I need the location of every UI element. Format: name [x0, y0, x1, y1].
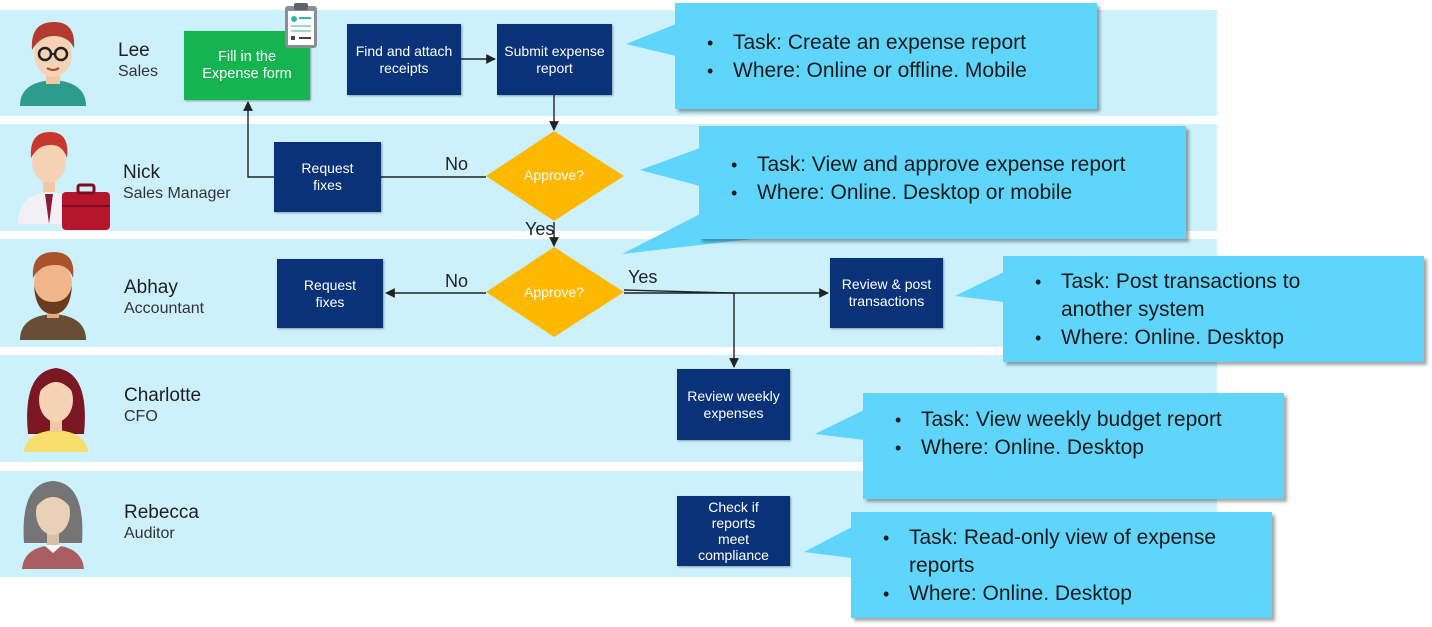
arrow-no-to-form — [243, 101, 486, 178]
lane-name-rebecca: Rebecca — [124, 502, 199, 523]
lane-name-lee: Lee — [118, 40, 150, 61]
lane-name-charlotte: Charlotte — [124, 385, 202, 406]
callout-abhay-where: Where: Online. Desktop — [1033, 324, 1373, 352]
lane-role-abhay: Accountant — [124, 300, 205, 317]
check-compliance-box: Check if reports meet compliance — [677, 496, 790, 566]
lane-name-nick: Nick — [123, 162, 160, 183]
arrow-to-weekly — [623, 289, 739, 368]
request-fixes-nick-box: Request fixes — [274, 142, 381, 212]
callout-rebecca-where: Where: Online. Desktop — [881, 580, 1241, 608]
decision-approve-abhay — [486, 247, 624, 337]
callout-nick-task: Task: View and approve expense report — [729, 151, 1184, 179]
woman-icon — [24, 368, 88, 452]
decision-approve-nick-label: Approve? — [524, 167, 584, 183]
bearded-man-icon — [20, 252, 86, 340]
edge-label-abhay-yes: Yes — [628, 267, 658, 287]
edge-label-nick-yes: Yes — [525, 219, 555, 239]
review-weekly-expenses-box: Review weekly expenses — [677, 369, 790, 440]
clipboard-form-icon — [285, 3, 317, 48]
lane-role-charlotte: CFO — [124, 408, 158, 425]
man-with-briefcase-icon — [18, 132, 110, 230]
callout-abhay-task: Task: Post transactions to another syste… — [1033, 268, 1373, 324]
lane-role-rebecca: Auditor — [124, 525, 175, 542]
gray-haired-woman-icon — [22, 481, 84, 569]
man-with-glasses-icon — [20, 22, 86, 106]
edge-label-nick-no: No — [445, 154, 469, 174]
callout-lee-where: Where: Online or offline. Mobile — [705, 57, 1095, 85]
edge-label-abhay-no: No — [445, 271, 469, 291]
callout-nick-where: Where: Online. Desktop or mobile — [729, 179, 1184, 207]
submit-expense-report-box: Submit expense report — [497, 24, 612, 95]
callout-charlotte-task: Task: View weekly budget report — [893, 406, 1283, 434]
decision-approve-abhay-label: Approve? — [524, 284, 584, 300]
request-fixes-abhay-box: Request fixes — [277, 259, 383, 328]
find-attach-receipts-box: Find and attach receipts — [347, 24, 461, 95]
callout-rebecca-task: Task: Read-only view of expense reports — [881, 524, 1241, 580]
lane-role-lee: Sales — [118, 63, 159, 80]
lane-name-abhay: Abhay — [124, 277, 178, 298]
callout-charlotte-where: Where: Online. Desktop — [893, 434, 1283, 462]
decision-approve-nick — [486, 131, 624, 221]
review-post-transactions-box: Review & post transactions — [830, 258, 943, 328]
lane-role-nick: Sales Manager — [123, 185, 231, 202]
callout-lee-task: Task: Create an expense report — [705, 29, 1095, 57]
